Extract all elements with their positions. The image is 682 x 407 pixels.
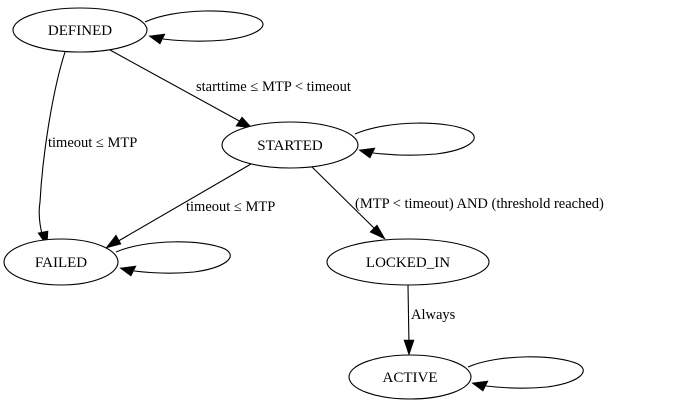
edge-defined-self-loop-path <box>144 10 264 42</box>
edge-started-to-locked-in-path <box>310 165 379 233</box>
node-locked-in-ellipse <box>326 238 490 286</box>
edge-active-self-loop-path <box>467 356 584 389</box>
edge-locked-in-to-active-arrowhead <box>403 339 415 356</box>
edge-started-to-failed-arrowhead <box>105 234 122 249</box>
edge-defined-to-started-path <box>109 49 244 124</box>
edge-defined-self-loop-arrowhead <box>148 33 166 45</box>
node-started[interactable]: STARTED <box>221 121 359 169</box>
edge-defined-to-failed[interactable]: timeout ≤ MTP <box>37 51 137 247</box>
edge-failed-self-loop-path <box>115 241 231 274</box>
node-started-ellipse <box>221 121 359 169</box>
edge-locked-in-to-active[interactable]: Always <box>403 284 456 356</box>
node-failed[interactable]: FAILED <box>3 238 119 286</box>
node-defined-ellipse <box>12 7 148 53</box>
edge-started-to-locked-in-arrowhead <box>369 224 386 240</box>
edge-started-to-locked-in[interactable]: (MTP < timeout) AND (threshold reached) <box>310 165 604 240</box>
edge-active-self-loop[interactable] <box>467 356 584 392</box>
node-active-label: ACTIVE <box>383 370 438 386</box>
edge-failed-self-loop[interactable] <box>115 241 231 277</box>
edge-started-self-loop-path <box>354 122 475 156</box>
node-defined-label: DEFINED <box>48 23 112 39</box>
edge-locked-in-to-active-path <box>407 284 410 347</box>
node-failed-ellipse <box>3 238 119 286</box>
node-started-label: STARTED <box>257 138 323 154</box>
edge-failed-self-loop-arrowhead <box>119 265 137 277</box>
edge-started-to-failed[interactable]: timeout ≤ MTP <box>105 163 275 249</box>
edge-defined-to-started-arrowhead <box>235 116 253 129</box>
node-active[interactable]: ACTIVE <box>348 354 472 400</box>
edge-defined-to-failed-path <box>38 51 66 239</box>
node-locked-in-label: LOCKED_IN <box>366 255 450 271</box>
edge-defined-to-started[interactable]: starttime ≤ MTP < timeout <box>109 49 351 129</box>
node-active-ellipse <box>348 354 472 400</box>
node-locked-in[interactable]: LOCKED_IN <box>326 238 490 286</box>
edge-label-started-to-locked-in: (MTP < timeout) AND (threshold reached) <box>355 196 604 212</box>
edge-label-defined-to-failed: timeout ≤ MTP <box>48 135 137 151</box>
node-defined[interactable]: DEFINED <box>12 7 148 53</box>
edge-started-self-loop-arrowhead <box>358 147 376 159</box>
edge-label-locked-in-to-active: Always <box>411 307 456 323</box>
edge-label-defined-to-started: starttime ≤ MTP < timeout <box>196 79 351 95</box>
node-failed-label: FAILED <box>35 255 87 271</box>
edge-defined-self-loop[interactable] <box>144 10 264 45</box>
edge-started-self-loop[interactable] <box>354 122 475 159</box>
edge-active-self-loop-arrowhead <box>471 380 489 392</box>
edge-label-started-to-failed: timeout ≤ MTP <box>186 199 275 215</box>
edge-started-to-failed-path <box>114 163 252 244</box>
